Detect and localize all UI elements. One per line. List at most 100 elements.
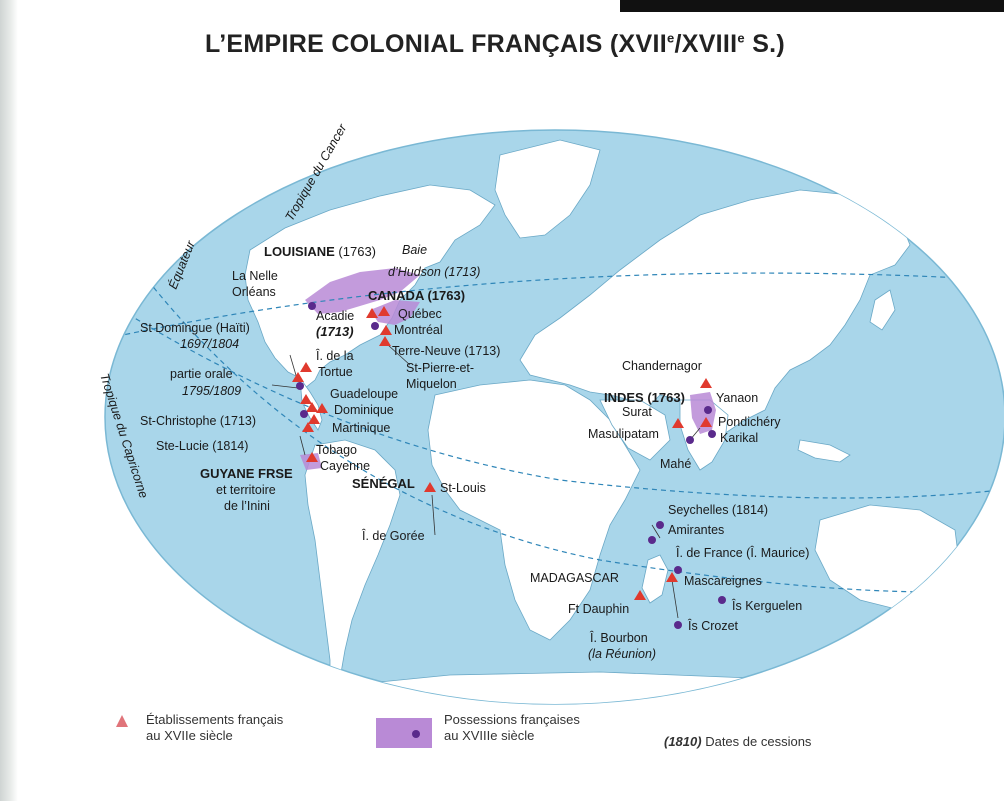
label-st-louis: St-Louis xyxy=(440,481,486,495)
triangle-marker xyxy=(306,402,318,412)
arabia-landmass xyxy=(599,399,671,461)
label-chandernagor: Chandernagor xyxy=(622,359,702,373)
legend-triangle-icon xyxy=(116,715,128,727)
triangle-marker xyxy=(424,482,436,492)
label-st-domingue: St Domingue (Haïti) xyxy=(140,321,250,335)
dot-marker xyxy=(300,410,308,418)
label-crozet: Îs Crozet xyxy=(687,618,739,633)
label-seychelles: Seychelles (1814) xyxy=(668,503,768,517)
label-guyane-1: GUYANE FRSE xyxy=(200,466,293,481)
label-indes: INDES (1763) xyxy=(604,390,685,405)
label-st-domingue-dates: 1697/1804 xyxy=(180,337,239,351)
label-pondichery: Pondichéry xyxy=(718,415,781,429)
label-mascareignes: Mascareignes xyxy=(684,574,762,588)
triangle-marker xyxy=(300,394,312,404)
label-partie: partie orale xyxy=(170,367,233,381)
label-ile-tortue-1: Î. de la xyxy=(315,348,354,363)
label-quebec: Québec xyxy=(398,307,442,321)
dot-marker xyxy=(648,536,656,544)
dot-marker xyxy=(674,566,682,574)
label-goree: Î. de Gorée xyxy=(361,528,425,543)
label-dominique: Dominique xyxy=(334,403,394,417)
label-mahe: Mahé xyxy=(660,457,691,471)
label-canada: CANADA (1763) xyxy=(368,288,465,303)
label-louisiane: LOUISIANE (1763) xyxy=(264,244,376,259)
triangle-marker xyxy=(666,572,678,582)
label-acadie-date: (1713) xyxy=(316,324,354,339)
dot-marker xyxy=(296,382,304,390)
label-ile-france: Î. de France (Î. Maurice) xyxy=(675,545,809,560)
triangle-marker xyxy=(380,325,392,335)
africa-landmass xyxy=(427,379,641,641)
label-miquelon: Miquelon xyxy=(406,377,457,391)
triangle-marker xyxy=(366,308,378,318)
label-orleans: Orléans xyxy=(232,285,276,299)
dot-marker xyxy=(708,430,716,438)
book-spine-shadow xyxy=(0,0,18,801)
triangle-marker xyxy=(302,422,314,432)
page-header-decoration xyxy=(620,0,1004,12)
label-guyane-2: et territoire xyxy=(216,483,276,497)
canada-possession xyxy=(370,300,420,325)
label-guyane-3: de l’Inini xyxy=(224,499,270,513)
dot-marker xyxy=(308,302,316,310)
legend-possession-swatch xyxy=(376,718,432,748)
triangle-marker xyxy=(292,372,304,382)
triangle-marker xyxy=(378,306,390,316)
label-partie-dates: 1795/1809 xyxy=(182,384,241,398)
dot-marker xyxy=(704,406,712,414)
triangle-markers xyxy=(292,306,712,600)
label-masulipatam: Masulipatam xyxy=(588,427,659,441)
label-karikal: Karikal xyxy=(720,431,758,445)
label-ste-lucie: Ste-Lucie (1814) xyxy=(156,439,248,453)
label-bourbon: Î. Bourbon xyxy=(589,630,648,645)
triangle-marker xyxy=(700,378,712,388)
label-reunion: (la Réunion) xyxy=(588,647,656,661)
dot-marker xyxy=(718,596,726,604)
label-tobago: Tobago xyxy=(316,443,357,457)
triangle-marker xyxy=(308,414,320,424)
triangle-marker xyxy=(306,452,318,462)
greenland-landmass xyxy=(494,139,601,239)
map-title: L’EMPIRE COLONIAL FRANÇAIS (XVIIe/XVIIIe… xyxy=(205,30,786,58)
legend-cessions: (1810) Dates de cessions xyxy=(664,734,812,749)
triangle-marker xyxy=(672,418,684,428)
triangle-marker xyxy=(316,403,328,413)
label-st-pierre: St-Pierre-et- xyxy=(406,361,474,375)
triangle-marker xyxy=(634,590,646,600)
label-madagascar: MADAGASCAR xyxy=(530,571,619,585)
legend-dot-icon xyxy=(412,730,420,738)
triangle-marker xyxy=(700,417,712,427)
label-yanaon: Yanaon xyxy=(716,391,758,405)
legend-possessions: Possessions françaises au XVIIIe siècle xyxy=(444,712,580,743)
legend-etablissements: Établissements français au XVIIe siècle xyxy=(146,712,284,743)
label-guadeloupe: Guadeloupe xyxy=(330,387,398,401)
dot-marker xyxy=(656,521,664,529)
label-dauphin: Ft Dauphin xyxy=(568,602,629,616)
label-montreal: Montréal xyxy=(394,323,443,337)
label-senegal: SÉNÉGAL xyxy=(352,476,415,491)
triangle-marker xyxy=(379,336,391,346)
label-baie: Baie xyxy=(402,243,427,257)
dot-marker xyxy=(371,322,379,330)
label-nlle: La Nelle xyxy=(232,269,278,283)
indonesia-islands xyxy=(797,439,851,463)
louisiane-possession xyxy=(305,268,420,314)
south-america-landmass xyxy=(304,439,401,702)
madagascar-landmass xyxy=(641,554,669,604)
label-cayenne: Cayenne xyxy=(320,459,370,473)
dot-markers xyxy=(296,302,726,629)
label-acadie: Acadie xyxy=(316,309,354,323)
label-martinique: Martinique xyxy=(332,421,390,435)
dot-marker xyxy=(686,436,694,444)
label-kerguelen: Îs Kerguelen xyxy=(731,598,802,613)
dot-marker xyxy=(674,621,682,629)
triangle-marker xyxy=(300,362,312,372)
label-terre-neuve: Terre-Neuve (1713) xyxy=(392,344,500,358)
label-st-christophe: St-Christophe (1713) xyxy=(140,414,256,428)
label-hudson: d’Hudson (1713) xyxy=(388,265,480,279)
tropic-of-cancer-line xyxy=(105,272,1001,351)
label-ile-tortue-2: Tortue xyxy=(318,365,353,379)
label-surat: Surat xyxy=(622,405,652,419)
